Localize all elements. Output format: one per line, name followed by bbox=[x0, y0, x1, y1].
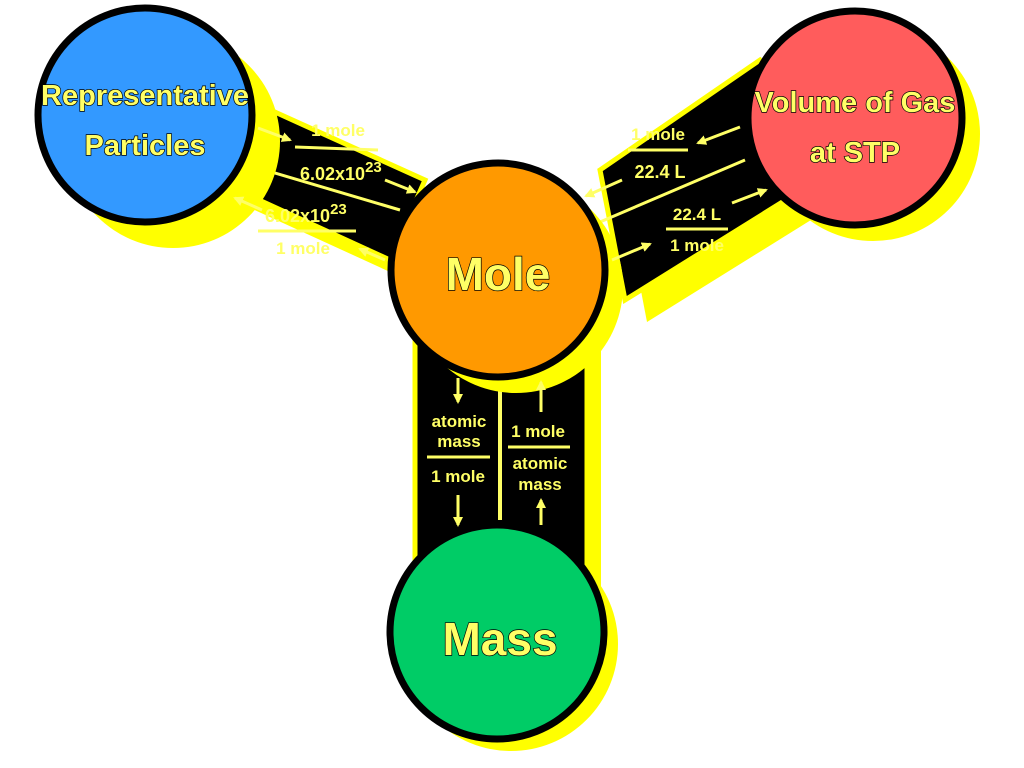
factor-denominator-line2: mass bbox=[518, 475, 561, 494]
arrow-right-icon bbox=[257, 126, 292, 142]
factor-numerator-line2: mass bbox=[437, 432, 480, 451]
factor-denominator: 22.4 L bbox=[634, 162, 685, 182]
mass-node: Mass bbox=[386, 521, 608, 743]
volume-line2: at STP bbox=[810, 137, 900, 169]
arrow-right-icon bbox=[384, 178, 417, 194]
volume-node: Volume of Gas at STP bbox=[744, 7, 966, 229]
mole-label: Mole bbox=[446, 248, 551, 300]
factor-numerator: 1 mole bbox=[511, 422, 565, 441]
conversion-mole-to-particles: 6.02x1023 1 mole bbox=[233, 196, 386, 262]
factor-denominator: 1 mole bbox=[431, 467, 485, 486]
arrow-right-icon bbox=[731, 188, 768, 205]
factor-numerator: 22.4 L bbox=[673, 205, 721, 224]
representative-node: Representative Particles bbox=[34, 4, 256, 226]
arrow-left-icon bbox=[358, 247, 386, 262]
arrow-left-icon bbox=[584, 178, 623, 198]
factor-denominator-line1: atomic bbox=[513, 454, 568, 473]
mass-label: Mass bbox=[442, 613, 557, 665]
fraction-bar bbox=[294, 145, 379, 152]
conversion-mole-to-mass: atomic mass 1 mole bbox=[427, 378, 490, 527]
representative-line2: Particles bbox=[85, 130, 206, 162]
conversion-mass-to-mole: 1 mole atomic mass bbox=[508, 380, 570, 525]
arrow-right-icon bbox=[611, 242, 652, 262]
factor-denominator: 1 mole bbox=[276, 239, 330, 258]
arrow-left-icon bbox=[696, 125, 741, 145]
mole-node: Mole bbox=[387, 159, 609, 381]
factor-numerator: 1 mole bbox=[311, 121, 365, 140]
factor-denominator: 6.02x1023 bbox=[300, 159, 382, 184]
arrow-left-icon bbox=[233, 196, 263, 212]
factor-denominator: 1 mole bbox=[670, 236, 724, 255]
arm-right-divider bbox=[599, 158, 746, 224]
factor-numerator: 1 mole bbox=[631, 125, 685, 144]
conversion-particles-to-mole: 1 mole 6.02x1023 bbox=[257, 121, 417, 194]
volume-line1: Volume of Gas bbox=[755, 87, 956, 119]
conversion-mole-to-volume: 22.4 L 1 mole bbox=[611, 188, 768, 262]
factor-numerator: 6.02x1023 bbox=[265, 201, 347, 226]
representative-line1: Representative bbox=[41, 80, 249, 112]
factor-numerator-line1: atomic bbox=[432, 412, 487, 431]
conversion-volume-to-mole: 1 mole 22.4 L bbox=[584, 125, 741, 198]
